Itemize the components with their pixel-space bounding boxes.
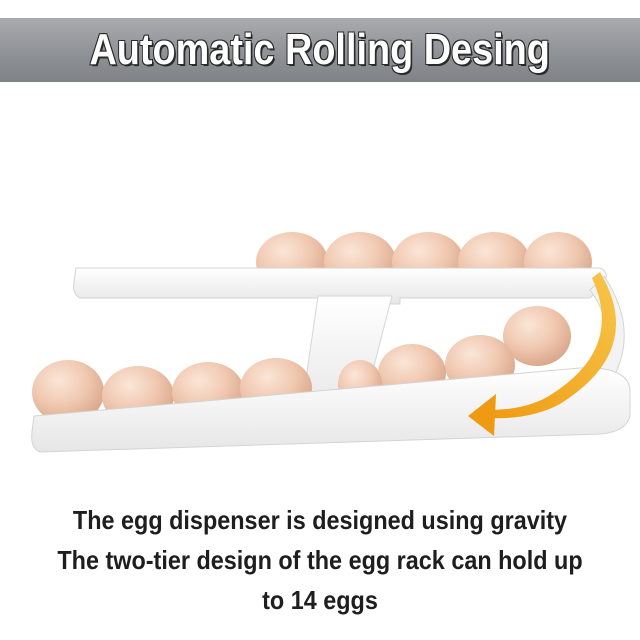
- upper-shelf: [73, 267, 607, 305]
- caption-line-1: The egg dispenser is designed using grav…: [72, 505, 568, 535]
- lower-tray: [31, 367, 631, 453]
- rolling-direction-arrow-icon: [468, 272, 617, 436]
- banner-title: Automatic Rolling Desing: [89, 24, 551, 75]
- caption-line-2: The two-tier design of the egg rack can …: [57, 545, 583, 575]
- egg: [32, 360, 104, 424]
- egg-rack-photo: [31, 232, 631, 453]
- egg: [503, 306, 571, 366]
- title-banner: Automatic Rolling Desing: [0, 18, 640, 82]
- caption-line-3: to 14 eggs: [262, 585, 378, 615]
- description-caption: The egg dispenser is designed using grav…: [0, 500, 640, 620]
